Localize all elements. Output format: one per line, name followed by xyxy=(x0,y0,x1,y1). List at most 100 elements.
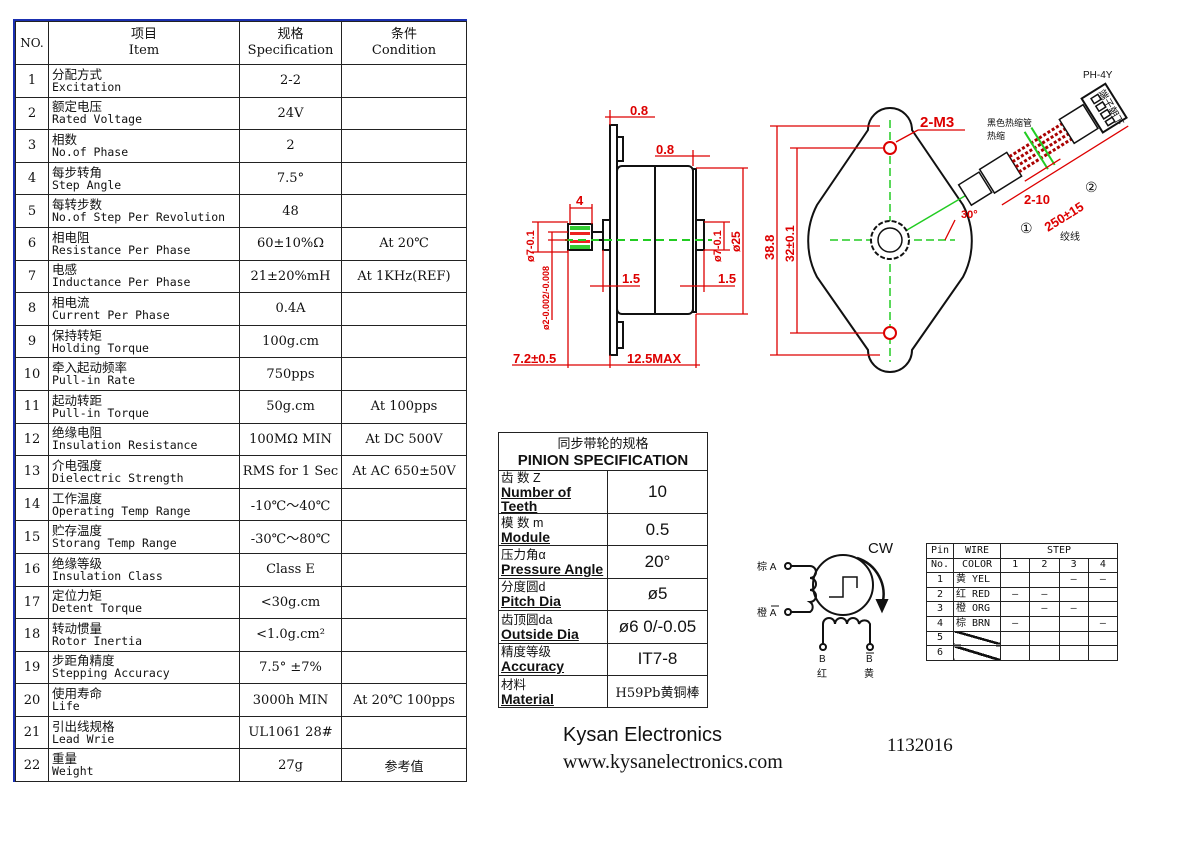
step-mark: – xyxy=(999,586,1031,603)
rear-boss xyxy=(695,219,705,251)
row-condition xyxy=(341,161,467,196)
item-en: No.of Step Per Revolution xyxy=(52,210,226,225)
label-bbar: B xyxy=(866,654,873,665)
row-number: 3 xyxy=(15,129,49,163)
item-zh: 工作温度 xyxy=(52,490,103,506)
param-zh: 齿 数 Z xyxy=(501,471,541,485)
header-spec-zh: 规格 xyxy=(277,27,304,42)
label-abar: 橙 A xyxy=(757,606,777,619)
step-mark xyxy=(1029,630,1060,647)
row-condition xyxy=(341,64,467,98)
pin-number: 6 xyxy=(926,645,954,661)
header-step-3: 3 xyxy=(1058,557,1089,574)
mount-hole-bottom xyxy=(883,326,897,340)
row-condition xyxy=(341,520,467,554)
step-mark xyxy=(999,572,1031,588)
wire-harness xyxy=(957,82,1129,207)
param-en: Pitch Dia xyxy=(501,593,561,610)
dim-mount-holes: 2-M3 xyxy=(920,114,954,131)
unused-slash xyxy=(953,645,1001,661)
dim-body-dia: ø25 xyxy=(729,231,743,252)
coil-b xyxy=(822,617,871,644)
wire-color: 棕 BRN xyxy=(953,615,1001,632)
item-zh: 贮存温度 xyxy=(52,523,103,539)
header-step-2: 2 xyxy=(1029,557,1060,574)
item-zh: 每步转角 xyxy=(52,164,103,180)
step-mark xyxy=(1058,586,1089,603)
param-en: Pressure Angle xyxy=(501,561,604,578)
pin-number: 4 xyxy=(926,615,954,632)
flange-tab-bottom xyxy=(616,321,624,349)
dim-rear-boss: ø7-0.1 xyxy=(712,230,724,262)
terminal-abar xyxy=(784,608,792,616)
company-website[interactable]: www.kysanelectronics.com xyxy=(563,751,783,773)
step-mark xyxy=(1029,572,1060,588)
step-mark xyxy=(999,601,1031,617)
row-spec: 21±20%mH xyxy=(239,259,342,294)
item-zh: 起动转距 xyxy=(52,392,103,408)
row-number: 2 xyxy=(15,96,49,131)
row-number: 10 xyxy=(15,357,49,391)
schematic-labels: CW 棕 A 橙 A B 红 B 黄 xyxy=(757,540,894,680)
item-en: Rated Voltage xyxy=(52,112,143,127)
item-en: Insulation Class xyxy=(52,568,163,583)
item-en: Lead Wrie xyxy=(52,731,115,746)
wire-row: 5 xyxy=(926,630,1119,647)
item-zh: 电感 xyxy=(52,262,78,278)
step-mark xyxy=(1058,615,1089,632)
row-number: 7 xyxy=(15,259,49,294)
row-condition xyxy=(341,324,467,359)
front-dimension-lines xyxy=(770,125,965,356)
pinion-value: 0.5 xyxy=(607,512,708,547)
item-zh: 相电阻 xyxy=(52,229,90,245)
row-condition xyxy=(341,194,467,228)
dim-front-boss: ø7-0.1 xyxy=(525,230,537,262)
row-condition: At 20℃ 100pps xyxy=(341,683,467,717)
item-zh: 每转步数 xyxy=(52,197,103,213)
header-step-1: 1 xyxy=(999,557,1031,574)
item-en: Weight xyxy=(52,764,94,779)
param-en: Outside Dia xyxy=(501,625,579,642)
row-number: 17 xyxy=(15,585,49,620)
direction-label: CW xyxy=(868,540,894,557)
header-step-4: 4 xyxy=(1087,557,1119,574)
rotor-circle xyxy=(812,554,874,616)
terminal-b xyxy=(819,643,827,651)
mount-hole-top xyxy=(883,141,897,155)
terminal-a xyxy=(784,562,792,570)
label-b: B xyxy=(819,654,826,665)
row-spec: <1.0g.cm² xyxy=(239,618,342,652)
left-border-line xyxy=(13,19,15,782)
param-en: Number of Teeth xyxy=(501,484,571,514)
param-en: Accuracy xyxy=(501,658,565,675)
wire-color: 黄 YEL xyxy=(953,572,1001,588)
twisted-note: 绞线 xyxy=(1060,230,1080,243)
row-spec: 0.4A xyxy=(239,292,342,326)
